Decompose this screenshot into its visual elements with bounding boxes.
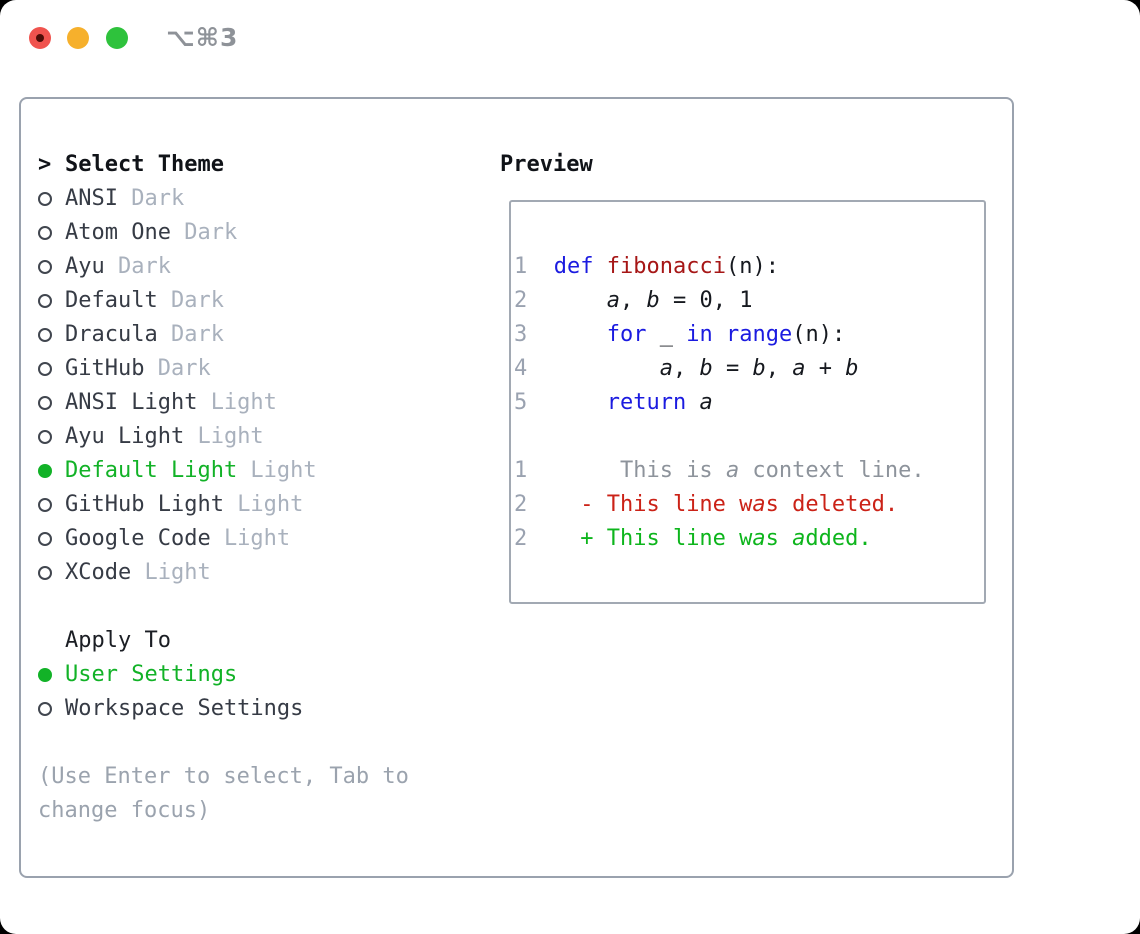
theme-variant: Dark	[117, 254, 171, 279]
apply-option-user-settings[interactable]: User Settings	[38, 658, 409, 692]
theme-option-label: Ayu Light	[65, 424, 185, 449]
zoom-button[interactable]	[106, 27, 128, 49]
apply-to-label: Apply To	[65, 628, 171, 653]
code-line: 2 + This line was added.	[514, 526, 872, 551]
apply-option-label: User Settings	[65, 662, 238, 687]
theme-variant: Light	[237, 492, 304, 517]
theme-option-ansi-light[interactable]: ANSI Light Light	[38, 386, 409, 420]
theme-option-label: Default Light	[65, 458, 238, 483]
theme-option-label: ANSI	[65, 186, 118, 211]
code-line: 1 def fibonacci(n):	[514, 254, 779, 279]
theme-option-google-code[interactable]: Google Code Light	[38, 522, 409, 556]
minimize-button[interactable]	[67, 27, 89, 49]
preview-heading: Preview	[500, 152, 593, 177]
code-line: 5 return a	[514, 390, 713, 415]
theme-variant: Dark	[170, 288, 224, 313]
code-line	[514, 420, 984, 454]
apply-option-label: Workspace Settings	[65, 696, 304, 721]
theme-option-github-light[interactable]: GitHub Light Light	[38, 488, 409, 522]
radio-icon	[38, 430, 52, 444]
theme-option-label: Dracula	[65, 322, 158, 347]
theme-option-ayu[interactable]: Ayu Dark	[38, 250, 409, 284]
theme-option-dracula[interactable]: Dracula Dark	[38, 318, 409, 352]
theme-option-github[interactable]: GitHub Dark	[38, 352, 409, 386]
radio-icon	[38, 566, 52, 580]
theme-option-label: Ayu	[65, 254, 105, 279]
help-text-line1: (Use Enter to select, Tab to	[38, 764, 409, 789]
theme-variant: Dark	[157, 356, 211, 381]
radio-icon	[38, 226, 52, 240]
radio-icon	[38, 294, 52, 308]
code-line: 3 for _ in range(n):	[514, 322, 846, 347]
radio-icon	[38, 702, 52, 716]
theme-option-label: ANSI Light	[65, 390, 198, 415]
theme-option-xcode[interactable]: XCode Light	[38, 556, 409, 590]
preview-code: 1 def fibonacci(n): 2 a, b = 0, 1 3 for _ …	[511, 202, 984, 556]
help-text-line2: change focus)	[38, 798, 211, 823]
theme-option-ayu-light[interactable]: Ayu Light Light	[38, 420, 409, 454]
theme-option-label: Google Code	[65, 526, 211, 551]
theme-option-label: GitHub	[65, 356, 145, 381]
radio-icon	[38, 396, 52, 410]
theme-variant: Light	[250, 458, 317, 483]
select-theme-header: > Select Theme	[38, 148, 409, 182]
theme-variant: Dark	[131, 186, 185, 211]
theme-option-label: XCode	[65, 560, 132, 585]
radio-icon	[38, 362, 52, 376]
theme-option-ansi[interactable]: ANSI Dark	[38, 182, 409, 216]
code-line: 4 a, b = b, a + b	[514, 356, 859, 381]
radio-icon	[38, 328, 52, 342]
theme-variant: Dark	[170, 322, 224, 347]
theme-variant: Light	[210, 390, 277, 415]
apply-option-workspace-settings[interactable]: Workspace Settings	[38, 692, 409, 726]
close-dot-icon	[36, 34, 44, 42]
radio-icon	[38, 192, 52, 206]
theme-option-default-light[interactable]: Default Light Light	[38, 454, 409, 488]
code-line: 2 a, b = 0, 1	[514, 288, 753, 313]
theme-variant: Dark	[184, 220, 238, 245]
code-line: 1 This is a context line.	[514, 458, 925, 483]
theme-option-label: Atom One	[65, 220, 171, 245]
theme-variant: Light	[144, 560, 211, 585]
apply-to-header: Apply To	[38, 624, 409, 658]
code-line: 2 - This line was deleted.	[514, 492, 899, 517]
theme-option-atom-one[interactable]: Atom One Dark	[38, 216, 409, 250]
radio-selected-icon	[38, 668, 52, 682]
theme-option-label: GitHub Light	[65, 492, 224, 517]
radio-icon	[38, 498, 52, 512]
close-button[interactable]	[29, 27, 51, 49]
prompt-icon: >	[38, 152, 52, 177]
window-title: ⌥⌘3	[166, 23, 239, 52]
theme-variant: Light	[197, 424, 264, 449]
radio-icon	[38, 532, 52, 546]
radio-selected-icon	[38, 464, 52, 478]
select-theme-label: Select Theme	[65, 152, 224, 177]
theme-option-default[interactable]: Default Dark	[38, 284, 409, 318]
preview-pane: 1 def fibonacci(n): 2 a, b = 0, 1 3 for _ …	[509, 200, 986, 604]
theme-variant: Light	[223, 526, 291, 551]
radio-icon	[38, 260, 52, 274]
theme-option-label: Default	[65, 288, 158, 313]
help-text: (Use Enter to select, Tab to change focus…	[38, 760, 409, 828]
